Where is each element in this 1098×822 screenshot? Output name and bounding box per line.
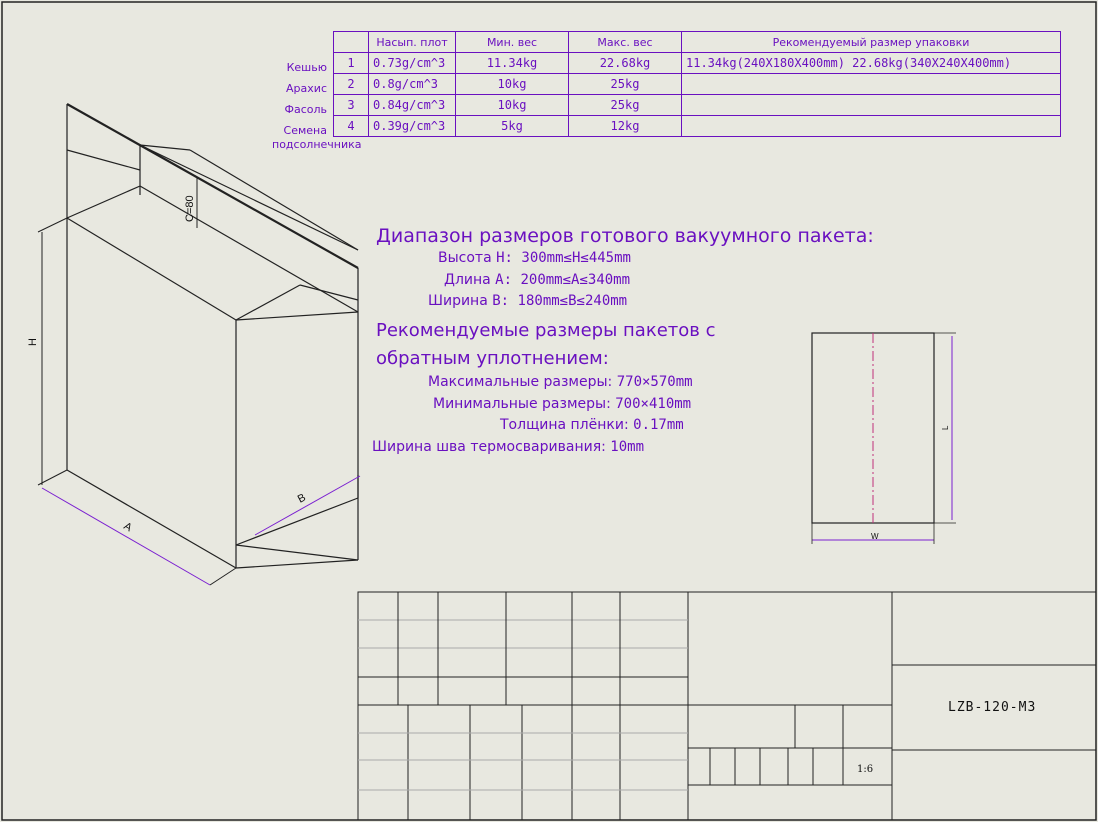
recommended-film-value: 0.17mm	[633, 417, 684, 433]
drawing-number: LZB-120-M3	[948, 700, 1037, 715]
spec-table-wrap: Насып. плот Мин. вес Макс. вес Рекоменду…	[268, 31, 1061, 137]
dim-b-label: B	[296, 492, 308, 506]
row-num: 1	[333, 52, 369, 74]
row-rec	[681, 94, 1061, 116]
dim-w-label: W	[871, 532, 879, 541]
range-height: Высота H: 300mm≤H≤445mm	[438, 250, 631, 266]
range-height-label: Высота	[438, 250, 492, 266]
table-row: Арахис 2 0.8g/cm^3 10kg 25kg	[268, 73, 1061, 95]
row-name-continuation: подсолнечника	[272, 138, 362, 151]
table-row: Фасоль 3 0.84g/cm^3 10kg 25kg	[268, 94, 1061, 116]
bag-isometric	[37, 103, 361, 586]
spec-header-max: Макс. вес	[568, 31, 682, 53]
recommended-max-value: 770×570mm	[616, 374, 693, 390]
recommended-film-label: Толщина плёнки:	[500, 417, 629, 433]
recommended-seam-label: Ширина шва термосваривания:	[372, 439, 606, 455]
range-width-label: Ширина	[428, 293, 488, 309]
dim-h-label: H	[27, 338, 39, 346]
row-name: Фасоль	[284, 102, 327, 116]
row-num: 4	[333, 115, 369, 137]
row-max: 25kg	[568, 73, 682, 95]
row-density: 0.84g/cm^3	[368, 94, 456, 116]
row-min: 10kg	[455, 73, 569, 95]
recommended-min-label: Минимальные размеры:	[433, 396, 611, 412]
row-min: 10kg	[455, 94, 569, 116]
range-title: Диапазон размеров готового вакуумного па…	[376, 225, 874, 247]
recommended-max: Максимальные размеры: 770×570mm	[428, 374, 693, 390]
spec-header-empty	[268, 32, 334, 53]
range-width-value: B: 180mm≤B≤240mm	[492, 293, 628, 309]
row-density: 0.73g/cm^3	[368, 52, 456, 74]
row-min: 5kg	[455, 115, 569, 137]
dim-a-label: A	[122, 520, 135, 534]
recommended-max-label: Максимальные размеры:	[428, 374, 613, 390]
dim-l-label: L	[941, 425, 950, 430]
recommended-title-line2: обратным уплотнением:	[376, 348, 609, 369]
recommended-min: Минимальные размеры: 700×410mm	[433, 396, 691, 412]
row-rec: 11.34kg(240X180X400mm) 22.68kg(340X240X4…	[681, 52, 1061, 74]
spec-table: Насып. плот Мин. вес Макс. вес Рекоменду…	[268, 31, 1061, 137]
recommended-title-line1: Рекомендуемые размеры пакетов с	[376, 320, 716, 341]
range-length: Длина A: 200mm≤A≤340mm	[444, 272, 630, 288]
recommended-seam: Ширина шва термосваривания: 10mm	[372, 439, 644, 455]
recommended-min-value: 700×410mm	[615, 396, 692, 412]
recommended-seam-value: 10mm	[610, 439, 645, 455]
row-rec	[681, 73, 1061, 95]
row-max: 12kg	[568, 115, 682, 137]
dim-c-label: C=80	[184, 195, 196, 222]
row-max: 25kg	[568, 94, 682, 116]
row-rec	[681, 115, 1061, 137]
spec-header-rec: Рекомендуемый размер упаковки	[681, 31, 1061, 53]
range-length-value: A: 200mm≤A≤340mm	[495, 272, 631, 288]
range-width: Ширина B: 180mm≤B≤240mm	[428, 293, 627, 309]
range-length-label: Длина	[444, 272, 491, 288]
row-min: 11.34kg	[455, 52, 569, 74]
recommended-film: Толщина плёнки: 0.17mm	[500, 417, 684, 433]
row-density: 0.39g/cm^3	[368, 115, 456, 137]
spec-header-row: Насып. плот Мин. вес Макс. вес Рекоменду…	[268, 31, 1061, 53]
table-row: Кешью 1 0.73g/cm^3 11.34kg 22.68kg 11.34…	[268, 52, 1061, 74]
row-name: Семена	[283, 123, 327, 137]
row-max: 22.68kg	[568, 52, 682, 74]
range-height-value: H: 300mm≤H≤445mm	[496, 250, 631, 266]
row-name: Кешью	[286, 60, 327, 74]
flat-pouch	[811, 332, 956, 544]
title-block	[357, 591, 1097, 821]
row-name: Арахис	[286, 81, 327, 95]
spec-header-min: Мин. вес	[455, 31, 569, 53]
spec-header-density: Насып. плот	[368, 31, 456, 53]
drawing-scale: 1:6	[857, 764, 874, 775]
row-density: 0.8g/cm^3	[368, 73, 456, 95]
spec-header-num	[333, 31, 369, 53]
row-num: 3	[333, 94, 369, 116]
table-row: Семена 4 0.39g/cm^3 5kg 12kg	[268, 115, 1061, 137]
row-num: 2	[333, 73, 369, 95]
